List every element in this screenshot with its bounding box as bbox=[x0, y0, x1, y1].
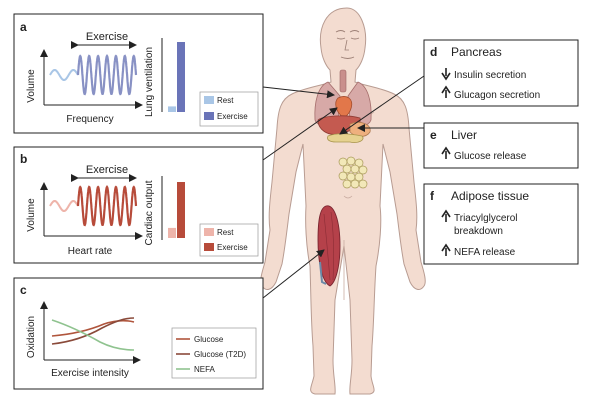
panel-b-bar-axis-label: Cardiac output bbox=[144, 180, 155, 245]
panel-e: e Liver Glucose release bbox=[423, 122, 579, 169]
panel-d-label: d bbox=[430, 45, 437, 59]
body-outline bbox=[260, 7, 426, 395]
muscle-fibres bbox=[323, 211, 334, 281]
trachea bbox=[339, 69, 347, 93]
panel-b-y-label: Volume bbox=[26, 198, 37, 232]
panel-b-legend-exercise: Exercise bbox=[217, 243, 248, 252]
panel-e-label: e bbox=[430, 128, 437, 142]
panel-a: a Exercise Volume Frequency Lung ventila… bbox=[13, 13, 264, 134]
human-body bbox=[260, 7, 426, 395]
muscle-tendon bbox=[319, 261, 327, 285]
panel-c-label: c bbox=[20, 283, 27, 297]
panel-b-exercise-wave bbox=[76, 185, 138, 227]
left-eye bbox=[336, 37, 346, 40]
panel-a-bar-rest bbox=[168, 106, 176, 112]
panel-b-bar-rest bbox=[168, 227, 176, 238]
panel-d-item-glucagon: Glucagon secretion bbox=[454, 90, 540, 101]
panel-a-label: a bbox=[20, 20, 27, 34]
panel-f-title: Adipose tissue bbox=[451, 189, 529, 203]
panel-d-title: Pancreas bbox=[451, 45, 502, 59]
right-eye bbox=[350, 37, 360, 40]
panel-f-label: f bbox=[430, 189, 435, 203]
panel-c-curve-nefa bbox=[51, 319, 135, 351]
panel-b-x-label: Heart rate bbox=[68, 246, 113, 257]
panel-a-exercise-label: Exercise bbox=[86, 31, 128, 43]
panel-c: c Oxidation Exercise intensity Glucose G… bbox=[13, 277, 264, 390]
arrow-c-to-muscle bbox=[262, 249, 325, 299]
panel-a-y-label: Volume bbox=[26, 69, 37, 103]
panel-e-item-glucose: Glucose release bbox=[454, 151, 527, 162]
panel-a-bar-exercise bbox=[177, 42, 185, 112]
panel-c-legend: Glucose Glucose (T2D) NEFA bbox=[171, 327, 257, 379]
adipose-tissue bbox=[338, 156, 368, 189]
panel-a-legend: Rest Exercise bbox=[199, 91, 259, 127]
heart bbox=[335, 96, 353, 119]
panel-a-legend-rest: Rest bbox=[217, 96, 234, 105]
panel-e-title: Liver bbox=[451, 128, 477, 142]
panel-b-legend-rest: Rest bbox=[217, 228, 234, 237]
panel-a-exercise-wave bbox=[76, 54, 138, 96]
panel-f-item-tag-2: breakdown bbox=[454, 226, 503, 237]
panel-b: b Exercise Volume Heart rate Cardiac out… bbox=[13, 146, 264, 264]
nose bbox=[344, 39, 349, 51]
panel-a-rest-wave bbox=[49, 69, 79, 81]
panel-a-x-label: Frequency bbox=[66, 114, 113, 125]
panel-c-legend-glucose: Glucose bbox=[194, 335, 224, 344]
panel-c-curve-glucose bbox=[51, 319, 135, 337]
panel-a-legend-exercise: Exercise bbox=[217, 112, 248, 121]
arrow-down-icon bbox=[441, 68, 451, 81]
panel-d-item-insulin: Insulin secretion bbox=[454, 70, 526, 81]
panel-f-item-tag-1: Triacylglycerol bbox=[454, 213, 518, 224]
arrow-a-to-lungs bbox=[262, 86, 335, 99]
panel-d: d Pancreas Insulin secretion Glucagon se… bbox=[423, 39, 579, 107]
panel-b-bar-exercise bbox=[177, 182, 185, 238]
arrow-up-icon bbox=[441, 146, 451, 159]
panel-c-legend-nefa: NEFA bbox=[194, 365, 216, 374]
panel-c-y-label: Oxidation bbox=[26, 316, 37, 358]
arrow-d-to-pancreas bbox=[339, 75, 425, 135]
panel-b-exercise-label: Exercise bbox=[86, 164, 128, 176]
panel-c-curve-glucose-t2d bbox=[51, 317, 135, 345]
panel-c-x-label: Exercise intensity bbox=[51, 368, 129, 379]
thigh-muscle bbox=[317, 205, 341, 287]
arrow-b-to-heart bbox=[262, 107, 338, 161]
panel-a-bar-axis-label: Lung ventilation bbox=[144, 47, 155, 117]
arrow-up-icon bbox=[441, 243, 451, 256]
left-eyebrow bbox=[335, 30, 346, 33]
connector-arrows bbox=[262, 75, 425, 299]
arrow-up-icon bbox=[441, 85, 451, 98]
panel-f-item-nefa: NEFA release bbox=[454, 247, 516, 258]
navel bbox=[343, 195, 353, 199]
panel-f: f Adipose tissue Triacylglycerol breakdo… bbox=[423, 183, 579, 265]
panel-b-rest-wave bbox=[49, 200, 79, 212]
arrow-up-icon bbox=[441, 209, 451, 222]
right-eyebrow bbox=[349, 30, 360, 33]
panel-b-label: b bbox=[20, 152, 27, 166]
panel-c-legend-glucose-t2d: Glucose (T2D) bbox=[194, 350, 246, 359]
panel-b-legend: Rest Exercise bbox=[199, 223, 259, 257]
pancreas bbox=[327, 133, 364, 143]
mouth bbox=[340, 56, 355, 59]
